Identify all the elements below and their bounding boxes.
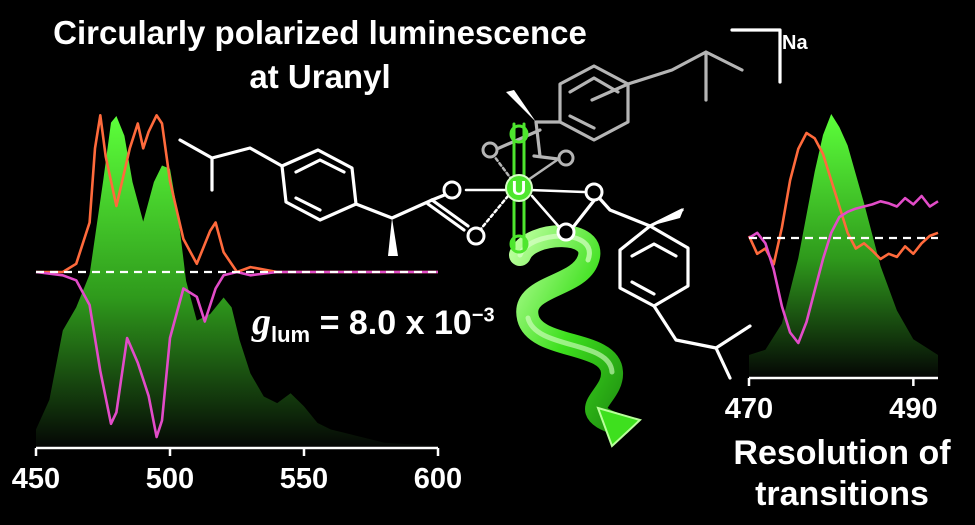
circular-polarization-helix — [509, 225, 642, 448]
right-wedge-bond — [650, 208, 684, 226]
oxygen-atom — [557, 149, 575, 167]
x-tick-label-left: 500 — [146, 463, 194, 495]
x-tick-label-left: 550 — [280, 463, 328, 495]
emission-area-left — [36, 116, 438, 446]
resolution-caption-line-2: transitions — [755, 475, 929, 513]
oxygen-atom — [481, 141, 499, 159]
emission-area-right — [749, 114, 938, 376]
left-isobutyl-chain — [178, 138, 284, 192]
x-tick-label-right: 470 — [725, 393, 773, 425]
atom-markers: U — [442, 124, 604, 254]
top-wedge-bond — [506, 90, 536, 122]
left-wedge-bond — [388, 218, 398, 256]
uranium-label: U — [512, 178, 526, 200]
helix-arrowhead — [596, 406, 642, 448]
glum-exponent: −3 — [471, 304, 495, 327]
oxygen-atom — [442, 180, 462, 200]
cpl-negative-line-left — [35, 270, 438, 439]
glum-value: glum = 8.0 x 10−3 — [252, 300, 495, 348]
cpl-negative-line-right — [748, 194, 939, 345]
counterion-bracket — [730, 28, 782, 84]
title-line-2: at Uranyl — [249, 58, 391, 95]
x-tick-label-right: 490 — [889, 393, 937, 425]
uranyl-oxygen-bottom — [509, 234, 529, 254]
right-isobutyl-chain — [652, 304, 752, 350]
x-tick-label-left: 450 — [12, 463, 60, 495]
uranyl-oxygen-top — [509, 124, 529, 144]
title-line-1: Circularly polarized luminescence — [53, 14, 587, 51]
resolution-caption-line-1: Resolution of — [733, 434, 951, 472]
right-spectrum-panel: 470 490 — [725, 114, 939, 425]
glum-equation: = 8.0 x 10 — [310, 304, 472, 342]
glum-subscript: lum — [271, 321, 311, 347]
counterion-label: Na — [782, 32, 808, 54]
left-spectrum-panel: 450 500 550 600 — [12, 114, 462, 495]
oxygen-atom — [584, 182, 604, 202]
oxygen-atom — [466, 226, 486, 246]
cpl-positive-line-right — [747, 131, 939, 266]
oxygen-atom — [556, 222, 576, 242]
glum-symbol: g — [252, 301, 271, 343]
x-tick-label-left: 600 — [414, 463, 462, 495]
uranium-atom — [505, 174, 533, 202]
cpl-positive-line-left — [36, 114, 438, 274]
